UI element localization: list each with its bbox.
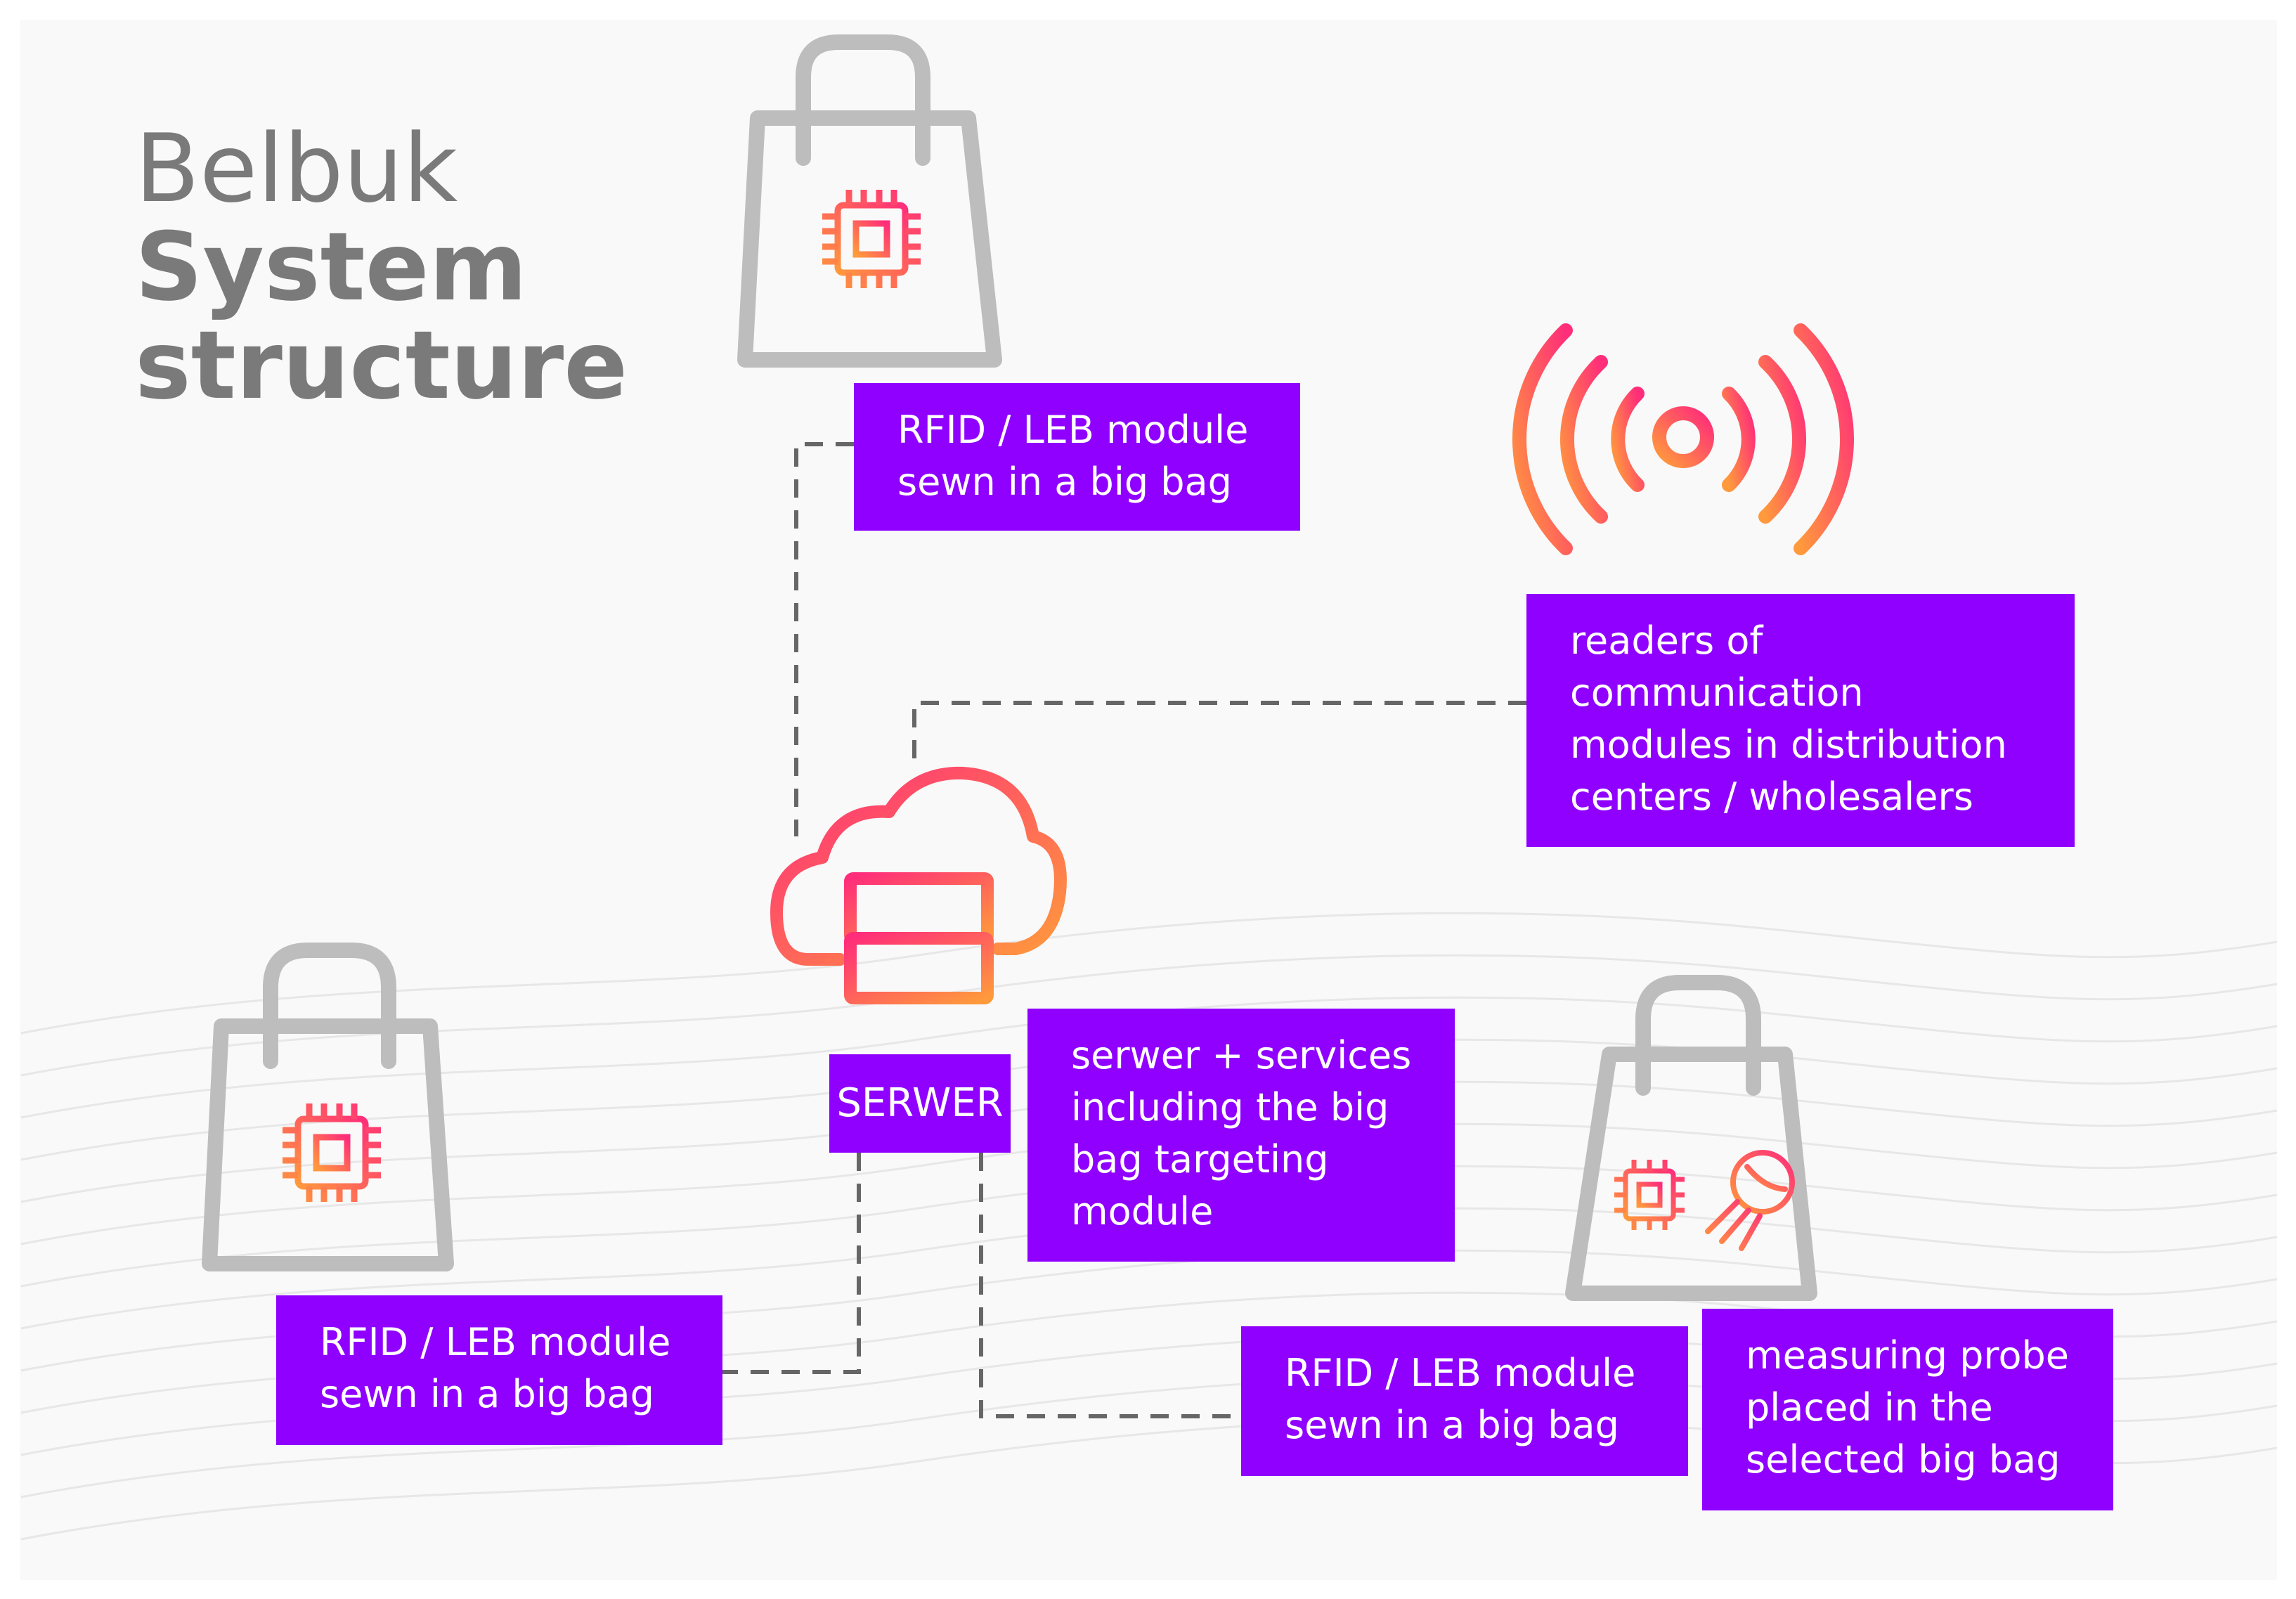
probe-label-box: measuring probe placed in the selected b…: [1702, 1309, 2113, 1510]
connector-left-bag: [721, 1153, 861, 1374]
title-line-3: structure: [135, 311, 628, 420]
cloud-server-icon: [770, 766, 1067, 1050]
microchip-icon: [283, 1103, 381, 1202]
bag-top-label-box: RFID / LEB module sewn in a big bag: [854, 383, 1300, 531]
connector-right-bag: [979, 1153, 1241, 1418]
bag-left-icon: [202, 943, 454, 1271]
server-desc-box: serwer + services including the big bag …: [1027, 1009, 1455, 1262]
title-line-2: System: [135, 212, 528, 322]
readers-label-box: readers of communication modules in dist…: [1526, 594, 2075, 847]
bag-left-label-box: RFID / LEB module sewn in a big bag: [276, 1295, 722, 1445]
shopping-bag-icon: [202, 1018, 454, 1271]
shopping-bag-icon: [737, 110, 1002, 368]
shopping-bag-icon: [1565, 1047, 1817, 1301]
diagram-title: Belbuk System structure: [135, 119, 628, 415]
connector-readers: [912, 701, 1526, 766]
title-line-1: Belbuk: [135, 114, 458, 224]
connector-lines: [721, 442, 1526, 1418]
bag-right-icon: [1565, 975, 1817, 1301]
server-name-label: SERWER: [829, 1054, 1011, 1153]
microchip-icon: [822, 190, 921, 288]
bag-top-icon: [737, 34, 1002, 368]
connector-top-bag: [794, 442, 854, 836]
bag-right-label-box: RFID / LEB module sewn in a big bag: [1241, 1326, 1688, 1476]
antenna-signal-icon: [1512, 323, 1854, 569]
probe-icon: [1705, 1150, 1795, 1251]
microchip-icon: [1614, 1160, 1685, 1230]
